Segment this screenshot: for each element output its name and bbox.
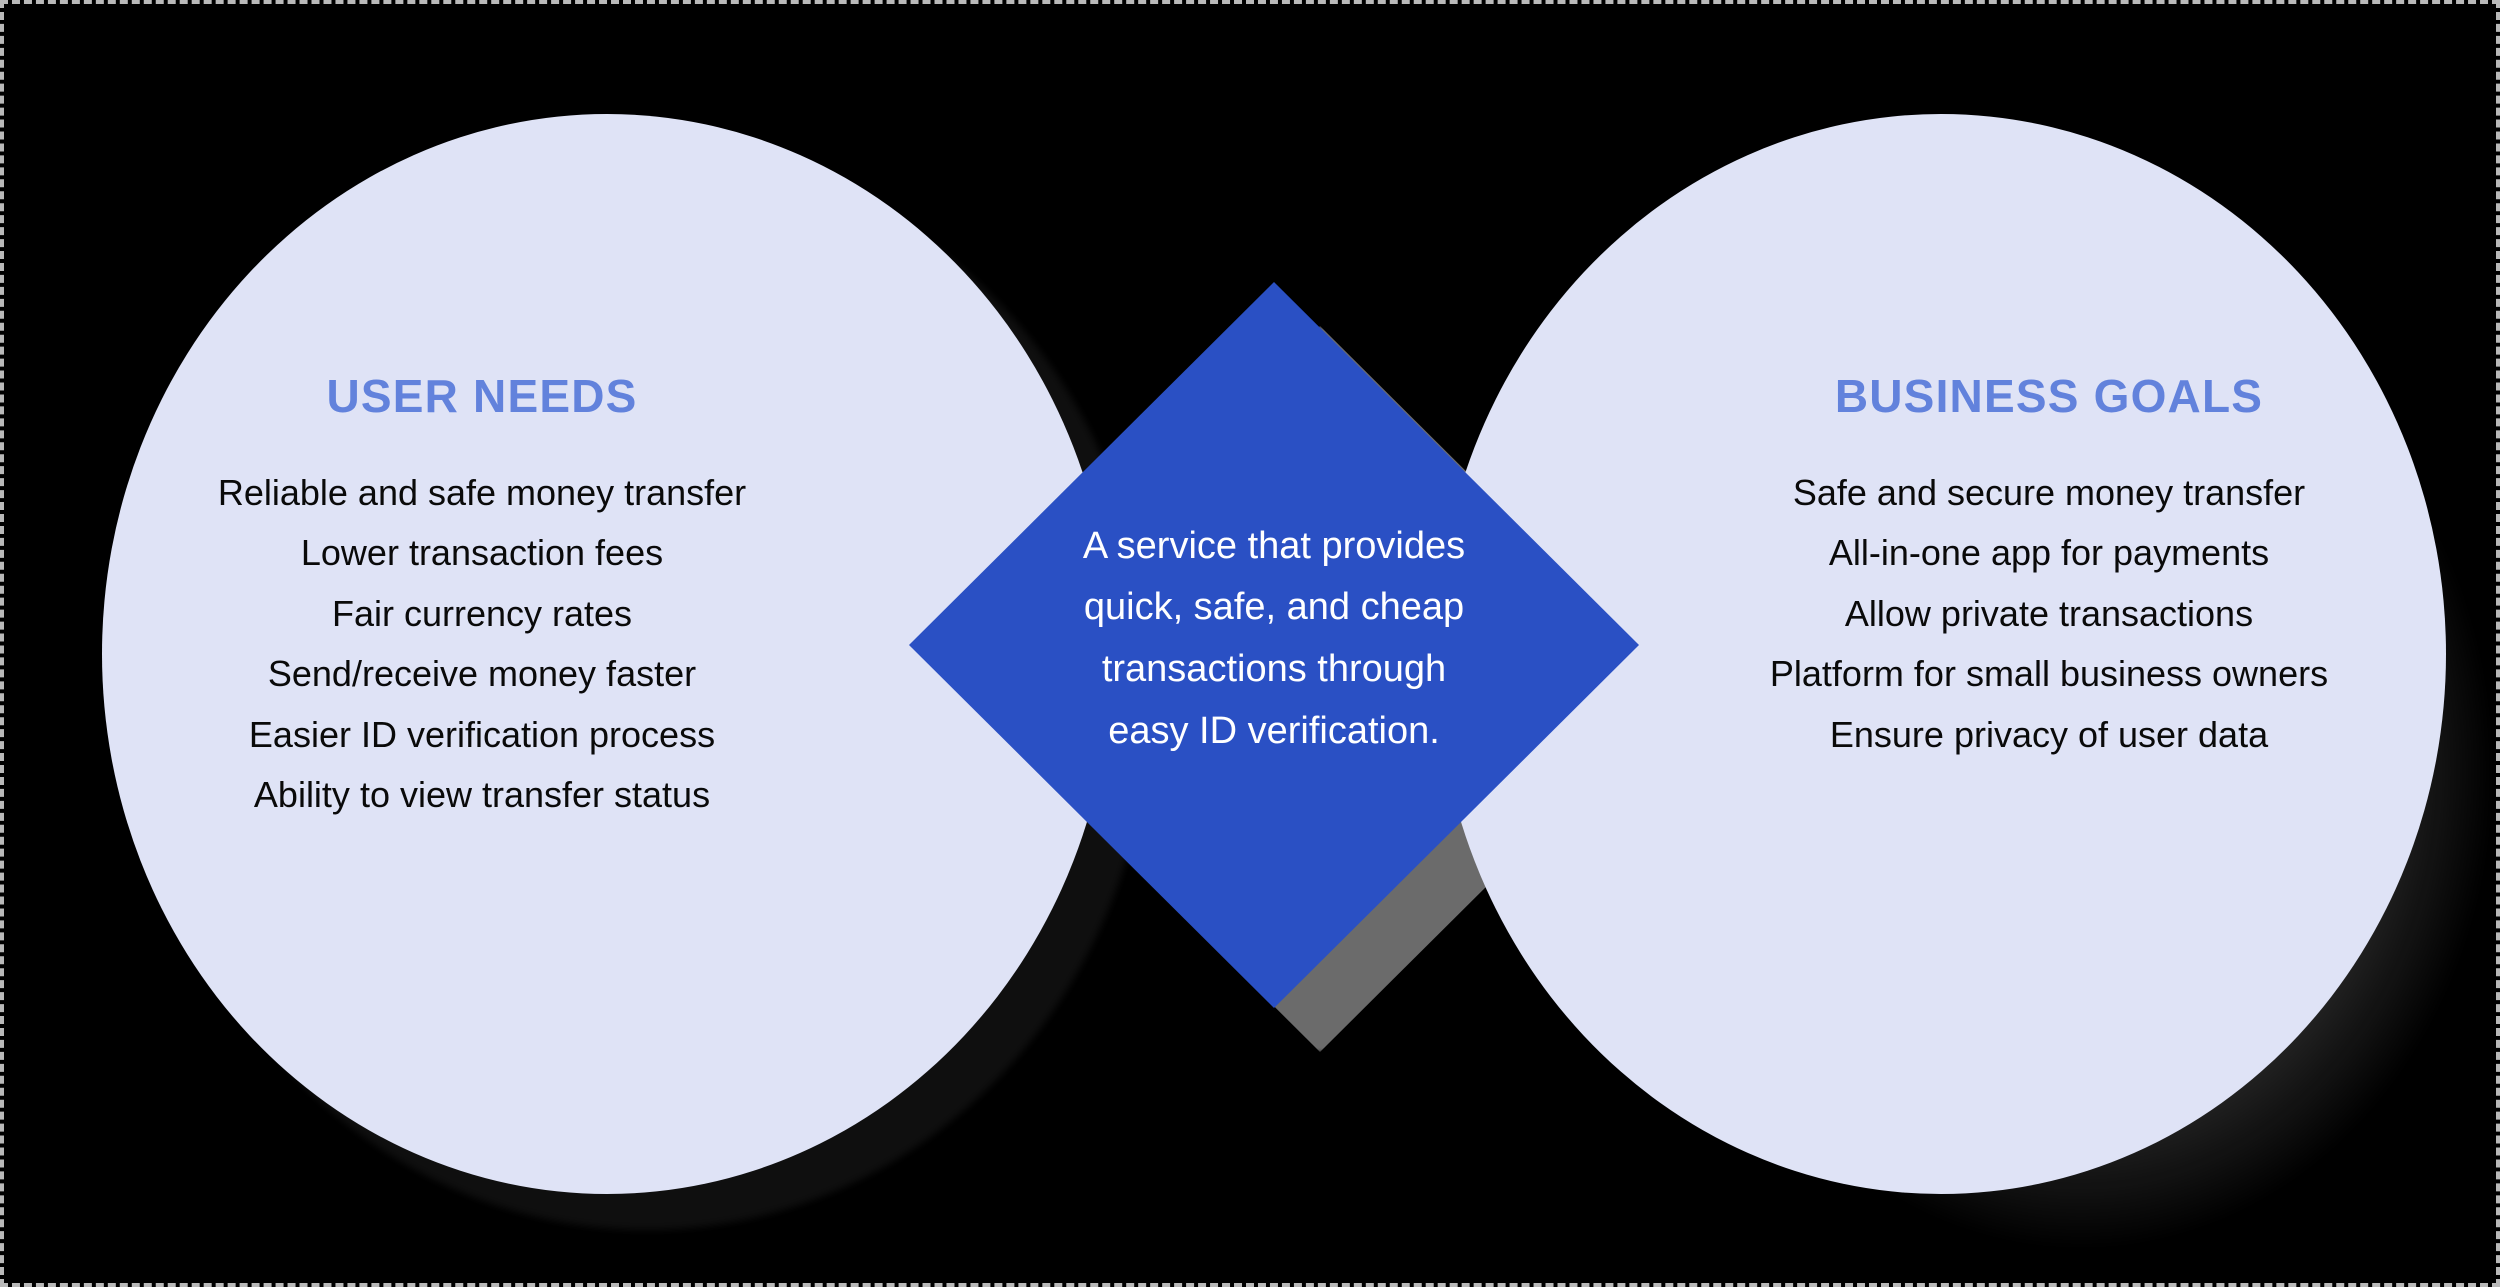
- overlap-text: A service that provides quick, safe, and…: [1064, 516, 1484, 762]
- overlap-line: A service that provides: [1082, 524, 1466, 567]
- overlap-line: quick, safe, and cheap: [1083, 586, 1465, 629]
- list-item: Easier ID verification process: [248, 713, 716, 755]
- right-circle-title: BUSINESS GOALS: [1834, 370, 2264, 422]
- list-item: Allow private transactions: [1844, 592, 2254, 634]
- list-item: Reliable and safe money transfer: [217, 472, 747, 513]
- list-item: Send/receive money faster: [267, 653, 697, 695]
- list-item: Platform for small business owners: [1769, 653, 2329, 695]
- list-item: Fair currency rates: [331, 592, 633, 634]
- list-item: Ability to view transfer status: [253, 774, 711, 816]
- overlap-line: easy ID verification.: [1108, 709, 1440, 752]
- left-circle-title: USER NEEDS: [326, 370, 638, 422]
- overlap-line: transactions through: [1101, 648, 1447, 690]
- list-item: All-in-one app for payments: [1828, 532, 2270, 574]
- list-item: Safe and secure money transfer: [1792, 472, 2306, 513]
- left-circle-list: Reliable and safe money transfer Lower t…: [218, 463, 746, 826]
- list-item: Lower transaction fees: [300, 532, 664, 574]
- list-item: Ensure privacy of user data: [1829, 713, 2269, 755]
- right-circle-list: Safe and secure money transfer All-in-on…: [1770, 463, 2328, 765]
